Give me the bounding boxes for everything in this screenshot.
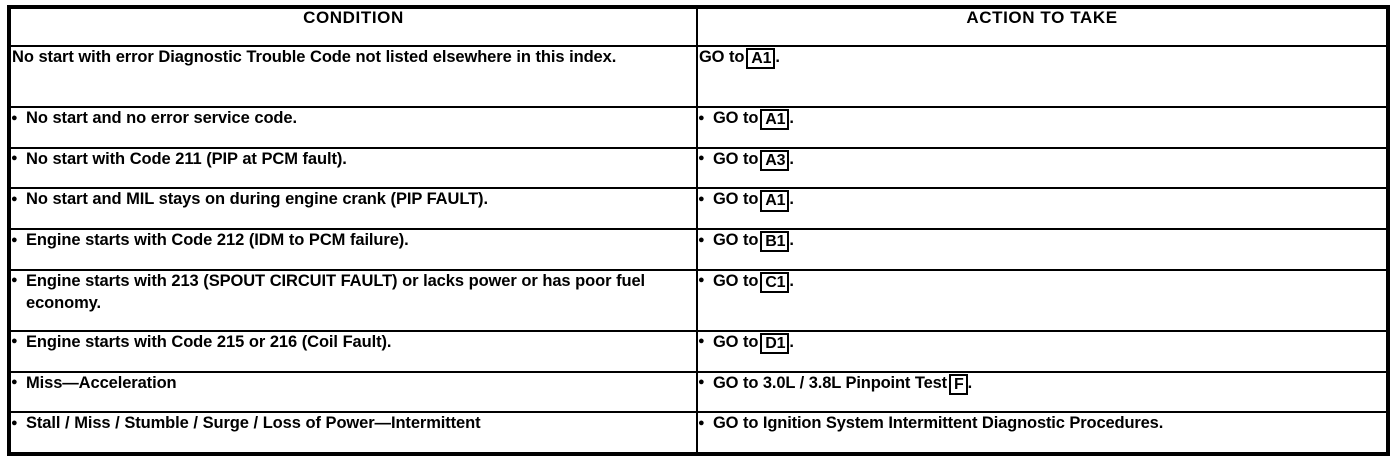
condition-cell: No start and MIL stays on during engine … <box>8 187 698 231</box>
pinpoint-test-code-box: B1 <box>760 231 790 253</box>
condition-cell: Engine starts with Code 215 or 216 (Coil… <box>8 329 698 373</box>
pinpoint-test-code-box: A1 <box>746 48 776 70</box>
action-suffix: . <box>789 190 794 209</box>
condition-text: Engine starts with 213 (SPOUT CIRCUIT FA… <box>11 270 696 315</box>
diagnostic-index-table: CONDITION ACTION TO TAKE No start with e… <box>7 5 1390 456</box>
column-header-condition: CONDITION <box>8 6 698 47</box>
condition-cell: Stall / Miss / Stumble / Surge / Loss of… <box>8 411 698 455</box>
table-row: Engine starts with 213 (SPOUT CIRCUIT FA… <box>8 268 1389 332</box>
table-row: Engine starts with Code 212 (IDM to PCM … <box>8 228 1389 271</box>
table-header: CONDITION ACTION TO TAKE <box>8 6 1389 47</box>
table-row: No start and MIL stays on during engine … <box>8 187 1389 231</box>
table-row: No start with error Diagnostic Trouble C… <box>8 44 1389 109</box>
column-header-action: ACTION TO TAKE <box>696 6 1389 47</box>
action-suffix: . <box>775 48 780 66</box>
condition-cell: Engine starts with Code 212 (IDM to PCM … <box>8 228 698 271</box>
pinpoint-test-code-box: C1 <box>760 271 790 294</box>
action-prefix: GO to <box>713 271 759 290</box>
pinpoint-test-code-box: A3 <box>760 149 790 171</box>
action-prefix: GO to <box>699 48 745 66</box>
action-prefix: GO to <box>713 109 759 128</box>
table-row: No start and no error service code. GO t… <box>8 106 1389 149</box>
action-prefix: GO to 3.0L / 3.8L Pinpoint Test <box>713 373 948 392</box>
action-suffix: . <box>789 149 794 168</box>
condition-text: No start with Code 211 (PIP at PCM fault… <box>11 148 696 171</box>
condition-text: Engine starts with Code 212 (IDM to PCM … <box>11 230 696 252</box>
column-header-action-label: ACTION TO TAKE <box>966 8 1118 27</box>
pinpoint-test-code-box: F <box>949 373 968 395</box>
condition-cell: No start with Code 211 (PIP at PCM fault… <box>8 146 698 190</box>
action-cell: GO to Ignition System Intermittent Diagn… <box>696 411 1389 455</box>
action-prefix: GO to <box>713 149 759 168</box>
pinpoint-test-code-box: A1 <box>760 109 790 131</box>
condition-text: No start and MIL stays on during engine … <box>11 189 696 211</box>
condition-text: No start with error Diagnostic Trouble C… <box>12 48 617 66</box>
table-row: Stall / Miss / Stumble / Surge / Loss of… <box>8 411 1389 455</box>
pinpoint-test-code-box: A1 <box>760 190 790 212</box>
action-suffix: . <box>789 231 794 250</box>
action-prefix: GO to <box>713 231 759 250</box>
header-row: CONDITION ACTION TO TAKE <box>8 6 1389 47</box>
table-row: Miss—Acceleration GO to 3.0L / 3.8L Pinp… <box>8 370 1389 414</box>
condition-cell: No start with error Diagnostic Trouble C… <box>8 44 698 109</box>
table-body: No start with error Diagnostic Trouble C… <box>8 44 1389 455</box>
condition-text: Miss—Acceleration <box>11 372 696 395</box>
condition-text: Stall / Miss / Stumble / Surge / Loss of… <box>11 413 696 435</box>
action-text: GO to Ignition System Intermittent Diagn… <box>698 413 1386 435</box>
condition-cell: No start and no error service code. <box>8 106 698 149</box>
action-suffix: . <box>789 332 794 351</box>
action-suffix: . <box>789 109 794 128</box>
condition-cell: Miss—Acceleration <box>8 370 698 414</box>
action-prefix: GO to <box>713 190 759 209</box>
action-prefix: GO to <box>713 332 759 351</box>
action-suffix: . <box>789 271 794 290</box>
table-row: Engine starts with Code 215 or 216 (Coil… <box>8 329 1389 373</box>
condition-cell: Engine starts with 213 (SPOUT CIRCUIT FA… <box>8 268 698 332</box>
table-row: No start with Code 211 (PIP at PCM fault… <box>8 146 1389 190</box>
action-prefix: GO to Ignition System Intermittent Diagn… <box>713 414 1164 433</box>
condition-text: No start and no error service code. <box>11 108 696 130</box>
condition-text: Engine starts with Code 215 or 216 (Coil… <box>11 331 696 354</box>
action-suffix: . <box>967 373 973 392</box>
pinpoint-test-code-box: D1 <box>760 332 790 355</box>
column-header-condition-label: CONDITION <box>303 8 404 27</box>
